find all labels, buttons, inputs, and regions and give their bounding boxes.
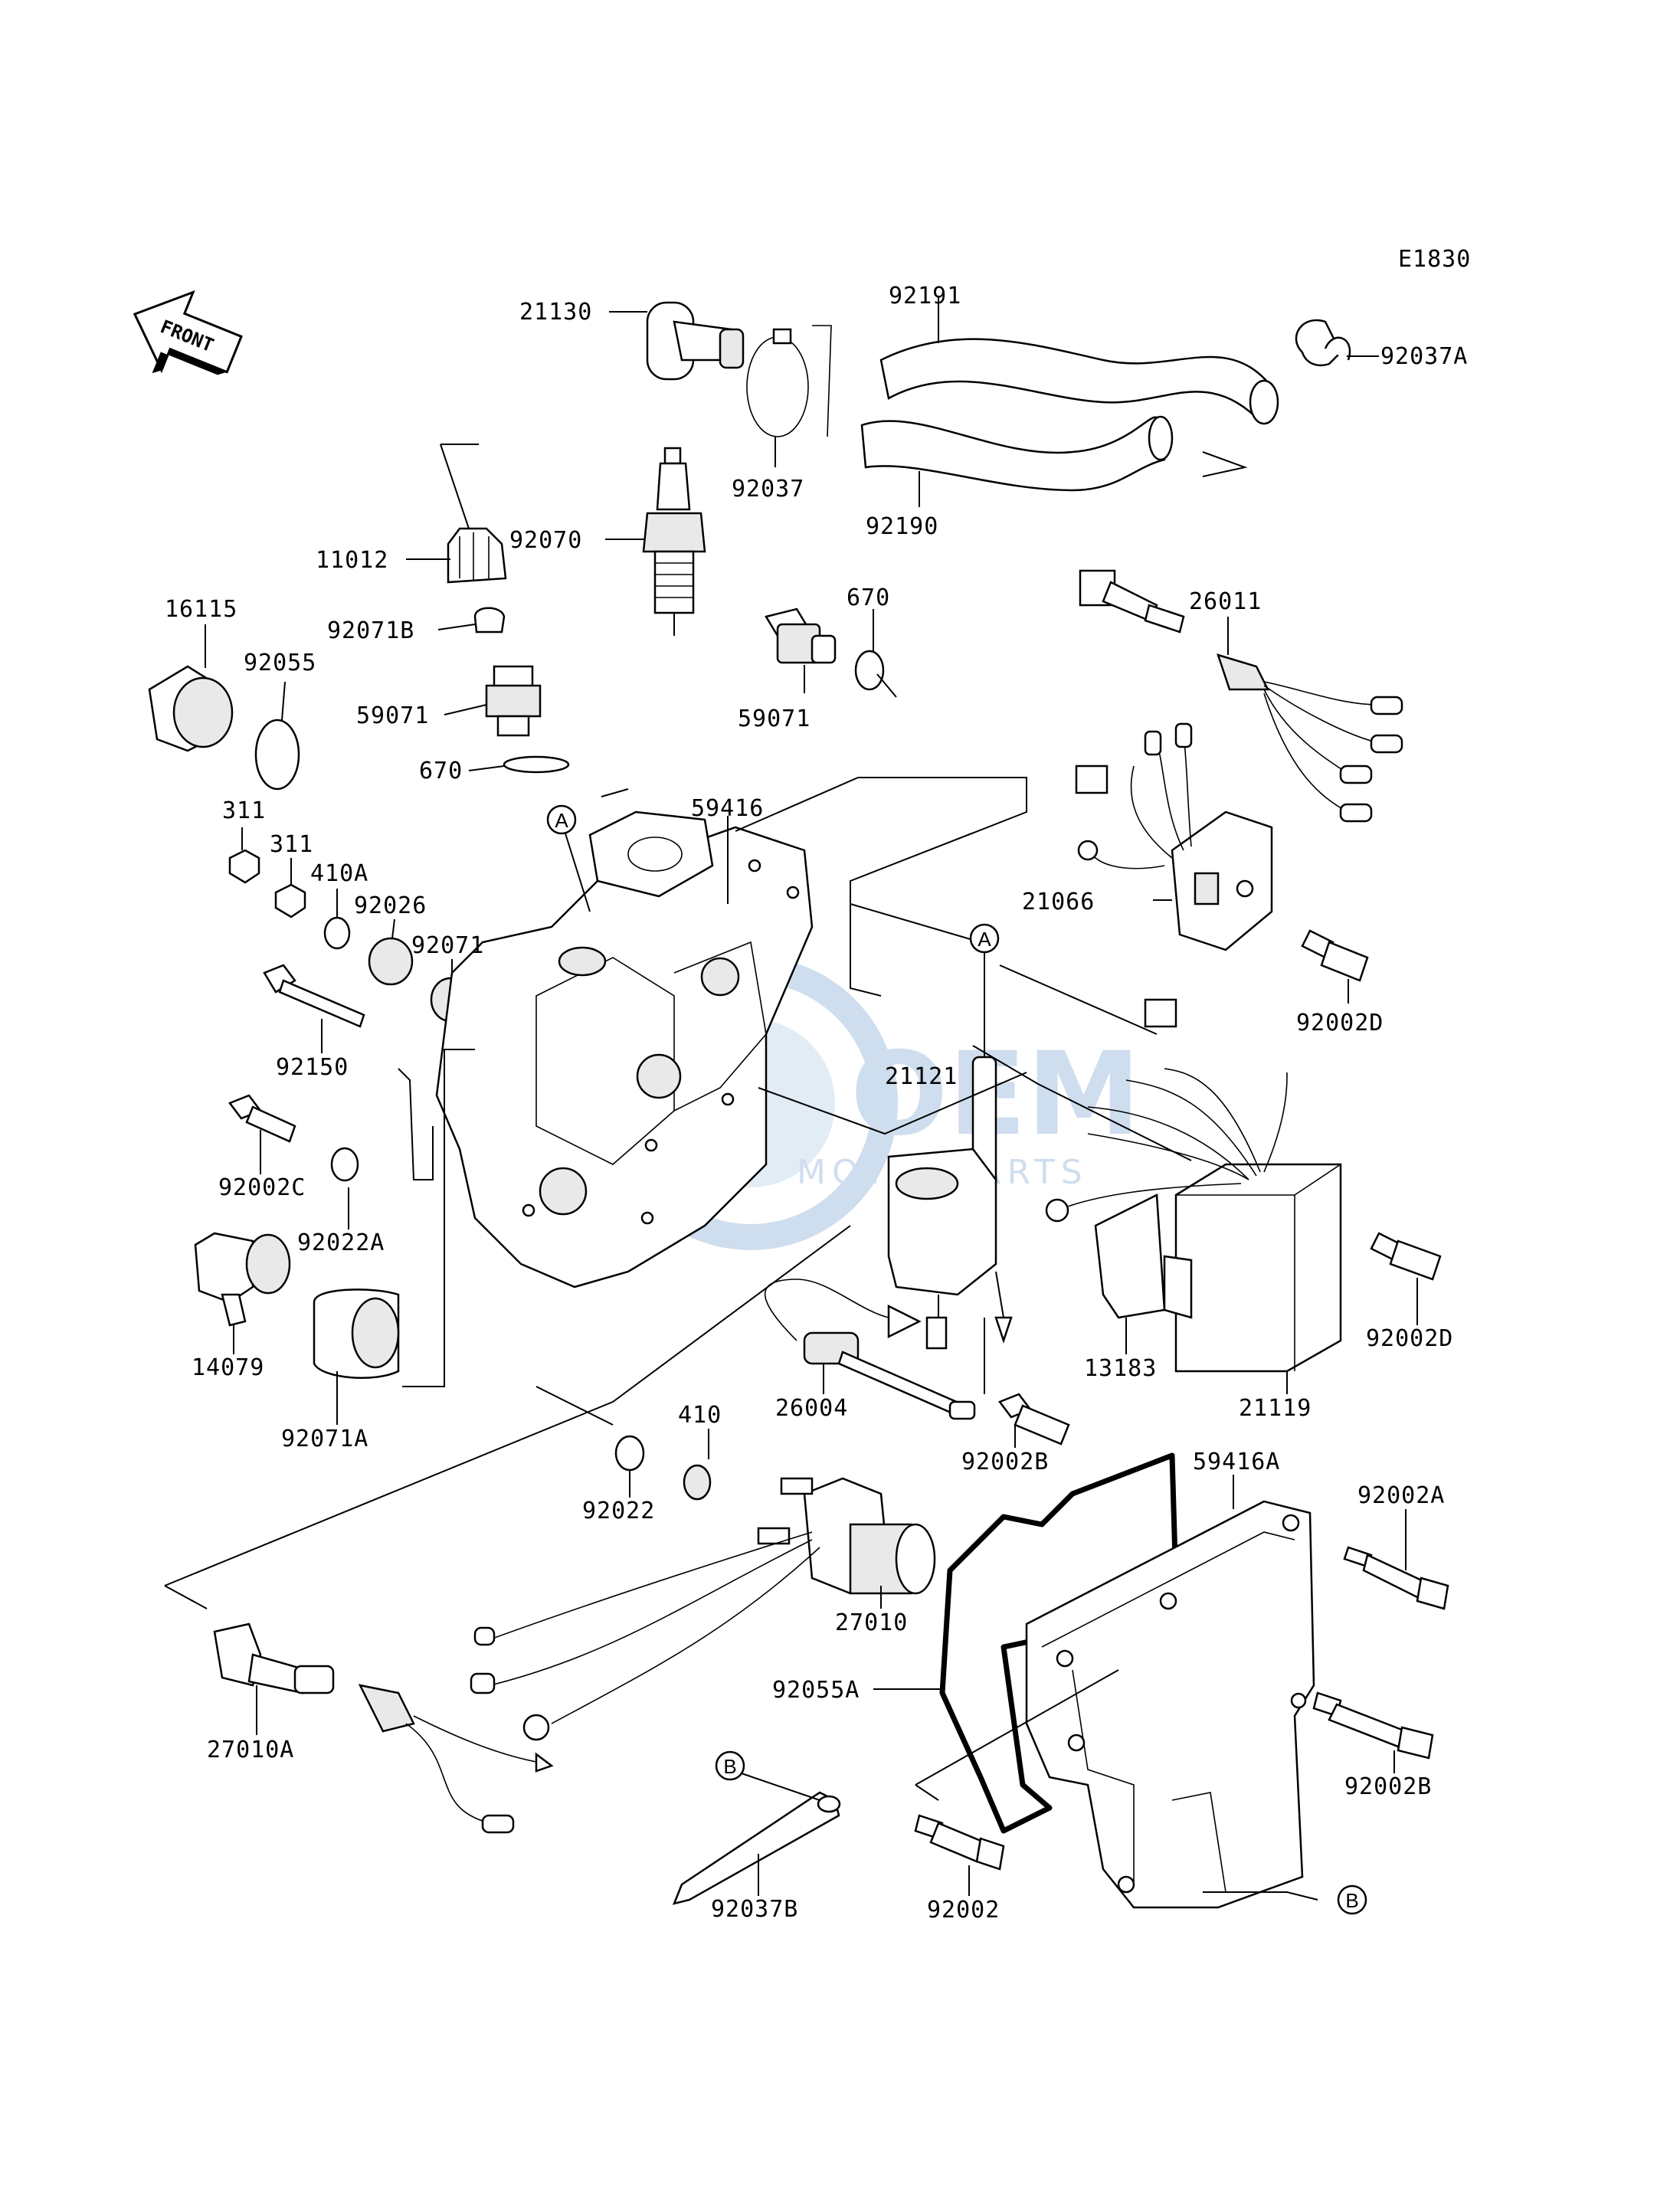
part-label-92022A: 92022A (297, 1229, 385, 1256)
part-label-92002B-mid: 92002B (961, 1449, 1049, 1475)
part-label-59071-left: 59071 (356, 702, 429, 729)
bolt-92002a-icon (1343, 1546, 1449, 1610)
clamp-band-icon (746, 325, 832, 437)
spark-plug-cap-icon (646, 301, 745, 381)
bolt-92002d-lower-icon (1370, 1232, 1442, 1281)
front-arrow-icon: FRONT (133, 290, 243, 375)
plug-cap-large-icon (148, 665, 234, 752)
head-cover-icon (1025, 1500, 1315, 1909)
part-label-92022: 92022 (582, 1498, 655, 1524)
part-label-410A: 410A (310, 860, 368, 887)
part-label-92055: 92055 (244, 650, 316, 676)
hose-lower-icon (860, 415, 1174, 492)
part-label-92002A: 92002A (1357, 1482, 1445, 1509)
washer-410a-icon (323, 916, 351, 950)
part-label-21119: 21119 (1239, 1395, 1312, 1422)
callout-b-left: B (715, 1750, 820, 1801)
part-labels: 21130 92191 92037A 92037 92190 11012 920… (165, 283, 1468, 1924)
cdi-unit-icon (1045, 998, 1342, 1373)
part-label-311-a: 311 (222, 797, 266, 824)
part-label-59071-right: 59071 (738, 706, 811, 732)
bolt-92002b-lower-icon (1312, 1691, 1434, 1760)
bolt-92002d-upper-icon (1301, 929, 1369, 982)
part-label-27010A: 27010A (207, 1737, 294, 1763)
part-label-27010: 27010 (835, 1609, 908, 1636)
part-label-92037A: 92037A (1380, 343, 1468, 370)
part-label-670-right: 670 (847, 584, 890, 611)
nipple-fitting-left-icon (485, 665, 542, 737)
part-label-59416: 59416 (691, 795, 764, 822)
hose-upper-icon (879, 338, 1279, 425)
part-label-92071B: 92071B (327, 617, 414, 644)
temperature-sensor-icon (764, 1279, 976, 1420)
part-label-14079: 14079 (192, 1354, 264, 1381)
reference-lines (164, 777, 1318, 1901)
part-label-11012: 11012 (316, 547, 388, 574)
sensor-14079-icon (194, 1232, 291, 1327)
regulator-icon (1075, 722, 1273, 951)
callout-a-left-letter: A (555, 809, 568, 832)
callout-b-left-letter: B (723, 1755, 736, 1778)
callout-a-right-letter: A (978, 928, 991, 951)
part-label-92150: 92150 (276, 1054, 349, 1081)
part-label-92002: 92002 (927, 1897, 1000, 1924)
callout-a-right: A (969, 923, 1000, 1057)
callout-a-left: A (546, 804, 591, 912)
part-label-92037B: 92037B (711, 1896, 798, 1923)
nipple-fitting-right-icon (765, 607, 837, 664)
filler-cap-icon (447, 527, 507, 584)
part-label-26011: 26011 (1189, 588, 1262, 615)
nut-right-icon (274, 883, 306, 918)
part-label-92002D-upper: 92002D (1296, 1010, 1384, 1036)
solenoid-icon (470, 1477, 936, 1741)
part-label-92191: 92191 (889, 283, 961, 309)
bolt-92002c-icon (228, 1094, 296, 1143)
part-label-21121: 21121 (885, 1063, 958, 1090)
part-label-92071A: 92071A (281, 1426, 368, 1452)
part-label-92055A: 92055A (772, 1677, 860, 1704)
sensor-wire-harness-icon (1079, 569, 1403, 823)
part-label-92002D-lower: 92002D (1366, 1325, 1453, 1352)
part-label-92070: 92070 (509, 527, 582, 554)
grommet-92071a-icon (313, 1288, 400, 1379)
grommet-92026-icon (368, 937, 414, 986)
part-label-670-left: 670 (419, 758, 463, 784)
washer-410-icon (683, 1464, 712, 1501)
part-label-92071: 92071 (411, 932, 484, 959)
washer-92022-icon (614, 1435, 645, 1472)
nut-left-icon (228, 849, 260, 884)
part-label-311-b: 311 (270, 831, 313, 858)
o-ring-left-icon (503, 755, 570, 774)
o-ring-large-icon (254, 719, 300, 791)
bolt-92002-icon (914, 1814, 1005, 1871)
hose-clip-icon (1295, 319, 1351, 367)
long-bolt-icon (263, 964, 365, 1028)
part-label-26004: 26004 (775, 1395, 848, 1422)
diagram-code: E1830 (1398, 246, 1471, 273)
washer-92022a-icon (330, 1147, 359, 1182)
callout-b-right-letter: B (1345, 1889, 1358, 1912)
part-label-92002C: 92002C (218, 1174, 306, 1201)
grommet-small-icon (473, 607, 506, 634)
part-label-410: 410 (678, 1402, 722, 1429)
cable-tie-icon (672, 1791, 841, 1905)
cylinder-head-housing-icon (435, 810, 814, 1288)
part-label-16115: 16115 (165, 596, 237, 623)
part-label-92037: 92037 (732, 476, 804, 503)
ignition-coil-icon (887, 1056, 1013, 1350)
callout-b-right: B (1337, 1884, 1367, 1915)
bracket-icon (1094, 1193, 1193, 1319)
bolt-92002b-mid-icon (998, 1393, 1070, 1446)
sensor-27010a-icon (213, 1622, 554, 1834)
spark-plug-icon (642, 447, 706, 636)
part-label-13183: 13183 (1084, 1355, 1157, 1382)
part-label-92002B-lower: 92002B (1344, 1773, 1432, 1800)
part-label-21066: 21066 (1022, 889, 1095, 915)
o-ring-right-icon (854, 650, 885, 691)
part-label-92190: 92190 (866, 513, 938, 540)
part-label-59416A: 59416A (1193, 1449, 1280, 1475)
part-label-21130: 21130 (519, 299, 592, 326)
part-label-92026: 92026 (354, 892, 427, 919)
